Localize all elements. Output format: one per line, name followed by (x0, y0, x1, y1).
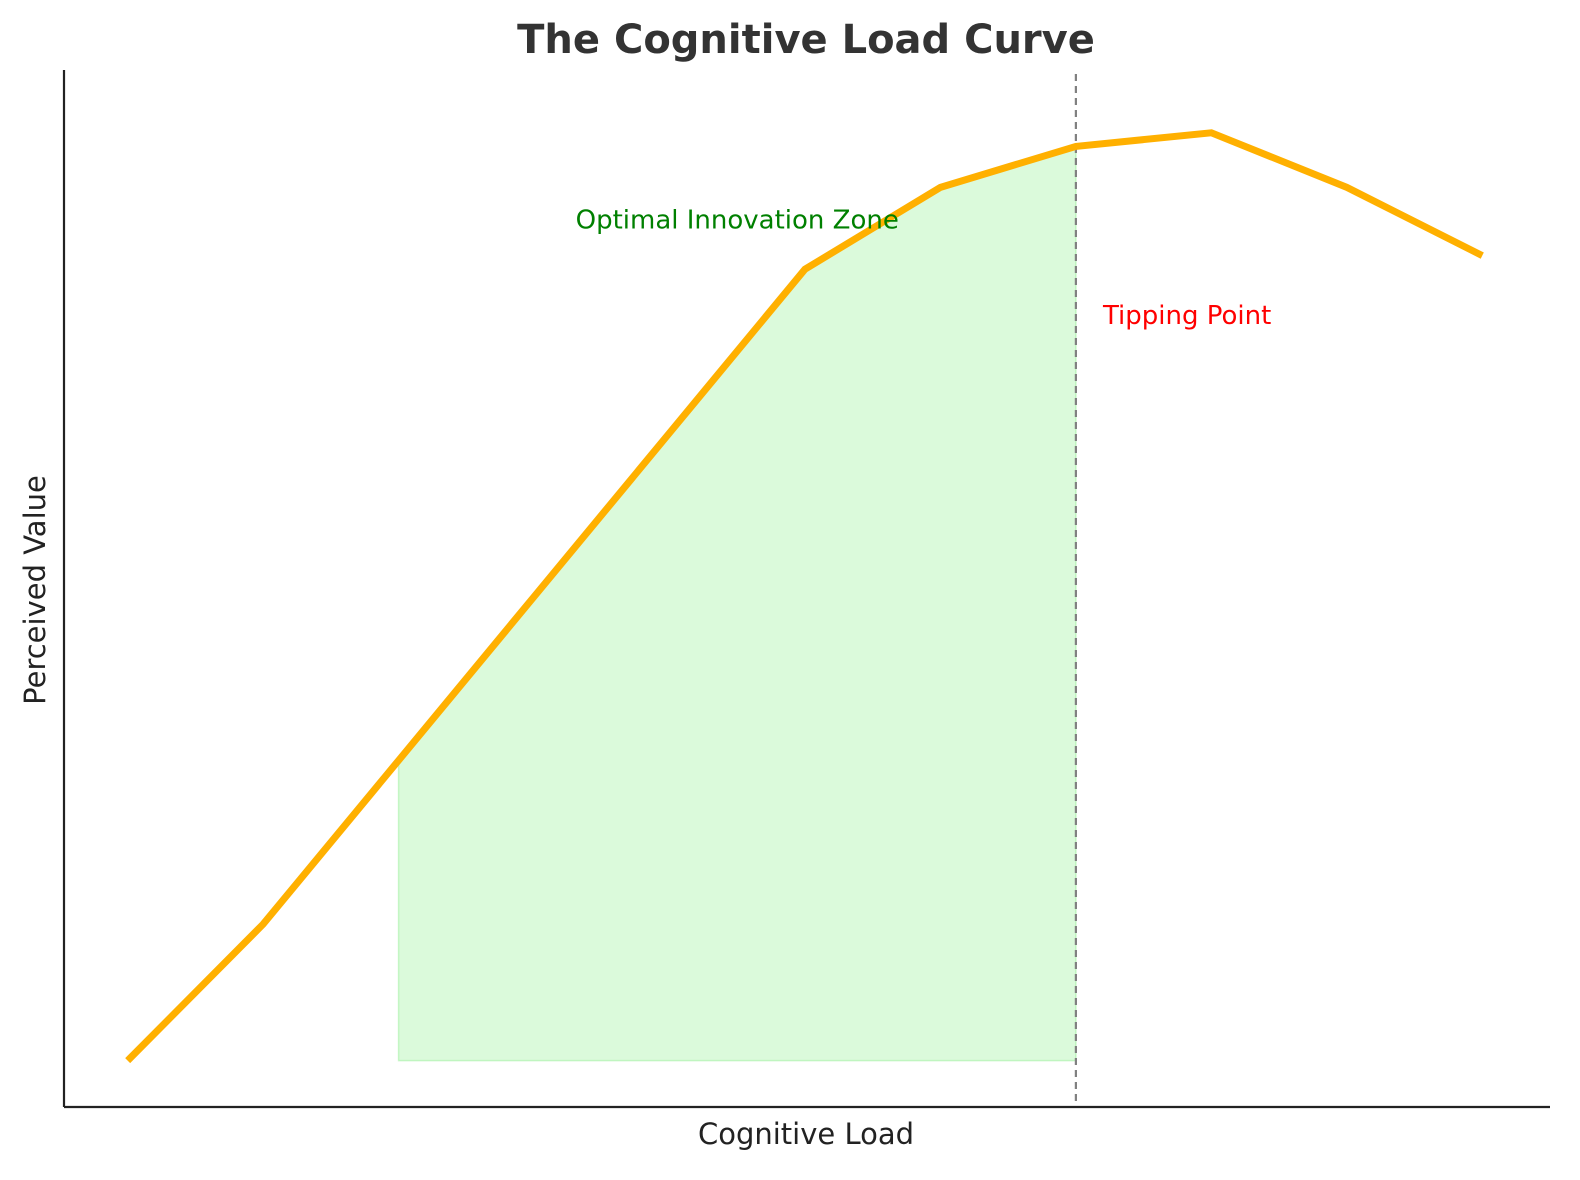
series-line (125, 129, 1484, 1064)
tipping-point-annotation: Tipping Point (1102, 301, 1271, 331)
optimal-zone-area (397, 145, 1077, 1062)
x-axis-label: Cognitive Load (698, 1117, 914, 1151)
y-axis-label: Perceived Value (18, 475, 52, 705)
chart-title: The Cognitive Load Curve (517, 17, 1095, 63)
zone-annotation: Optimal Innovation Zone (576, 205, 899, 235)
